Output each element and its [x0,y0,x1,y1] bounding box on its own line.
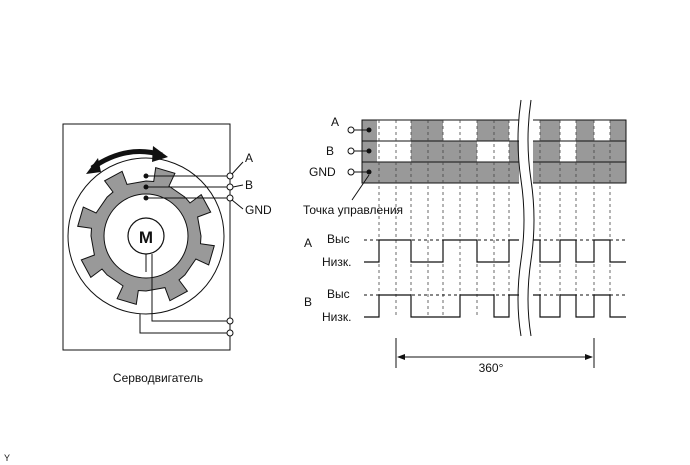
servo-motor: M A B GND [62,123,272,385]
channel-b-high: Выс [327,287,350,301]
strip-contact-pattern [362,120,626,183]
wave-a-trace [364,239,626,263]
strip-segment [477,120,509,141]
break-mark [517,99,535,337]
rotation-arrow-head-left [86,158,101,174]
strip-segment [411,120,443,141]
contact-point-label: Точка управления [303,203,403,217]
strip-segment [576,141,626,162]
strip-segment [610,120,626,141]
strip-pin-gnd [347,168,372,176]
strip-pin-b [347,147,372,155]
waveform-b: B Выс Низк. [304,287,626,324]
channel-a-high: Выс [327,232,350,246]
channel-b-name: B [304,295,312,309]
rotation-label: 360° [479,361,504,375]
motor-leads [139,254,234,337]
waveform-a: A Выс Низк. [304,232,626,269]
channel-a-name: A [304,236,312,250]
strip-segment [411,141,477,162]
timing-guides [378,120,611,316]
terminal-gnd-line [143,194,244,210]
strip-segment [540,120,560,141]
encoder-strip: A B GND Точка управления [303,115,627,217]
strip-terminal-gnd: GND [309,165,336,179]
strip-segment [362,162,626,183]
motor-label: M [139,228,153,247]
servo-terminal-a: A [245,151,253,165]
encoder-gear [77,167,215,305]
corner-mark: Y [4,453,10,463]
rotation-dimension: 360° [395,338,595,375]
servo-caption: Серводвигатель [113,371,203,385]
servo-terminal-gnd: GND [245,203,272,217]
terminal-a-line [143,161,244,180]
contact-point-leader [351,174,370,201]
wave-b-trace [364,294,626,318]
servo-housing [62,123,231,351]
strip-terminal-a: A [331,115,339,129]
channel-a-low: Низк. [322,255,351,269]
servo-terminal-b: B [245,178,253,192]
strip-terminal-b: B [326,144,334,158]
channel-b-low: Низк. [322,310,351,324]
terminal-b-line [143,183,244,191]
strip-pin-a [347,126,372,134]
strip-segment [509,141,560,162]
rotation-arrow-head-right [152,146,168,162]
strip-segment [576,120,594,141]
